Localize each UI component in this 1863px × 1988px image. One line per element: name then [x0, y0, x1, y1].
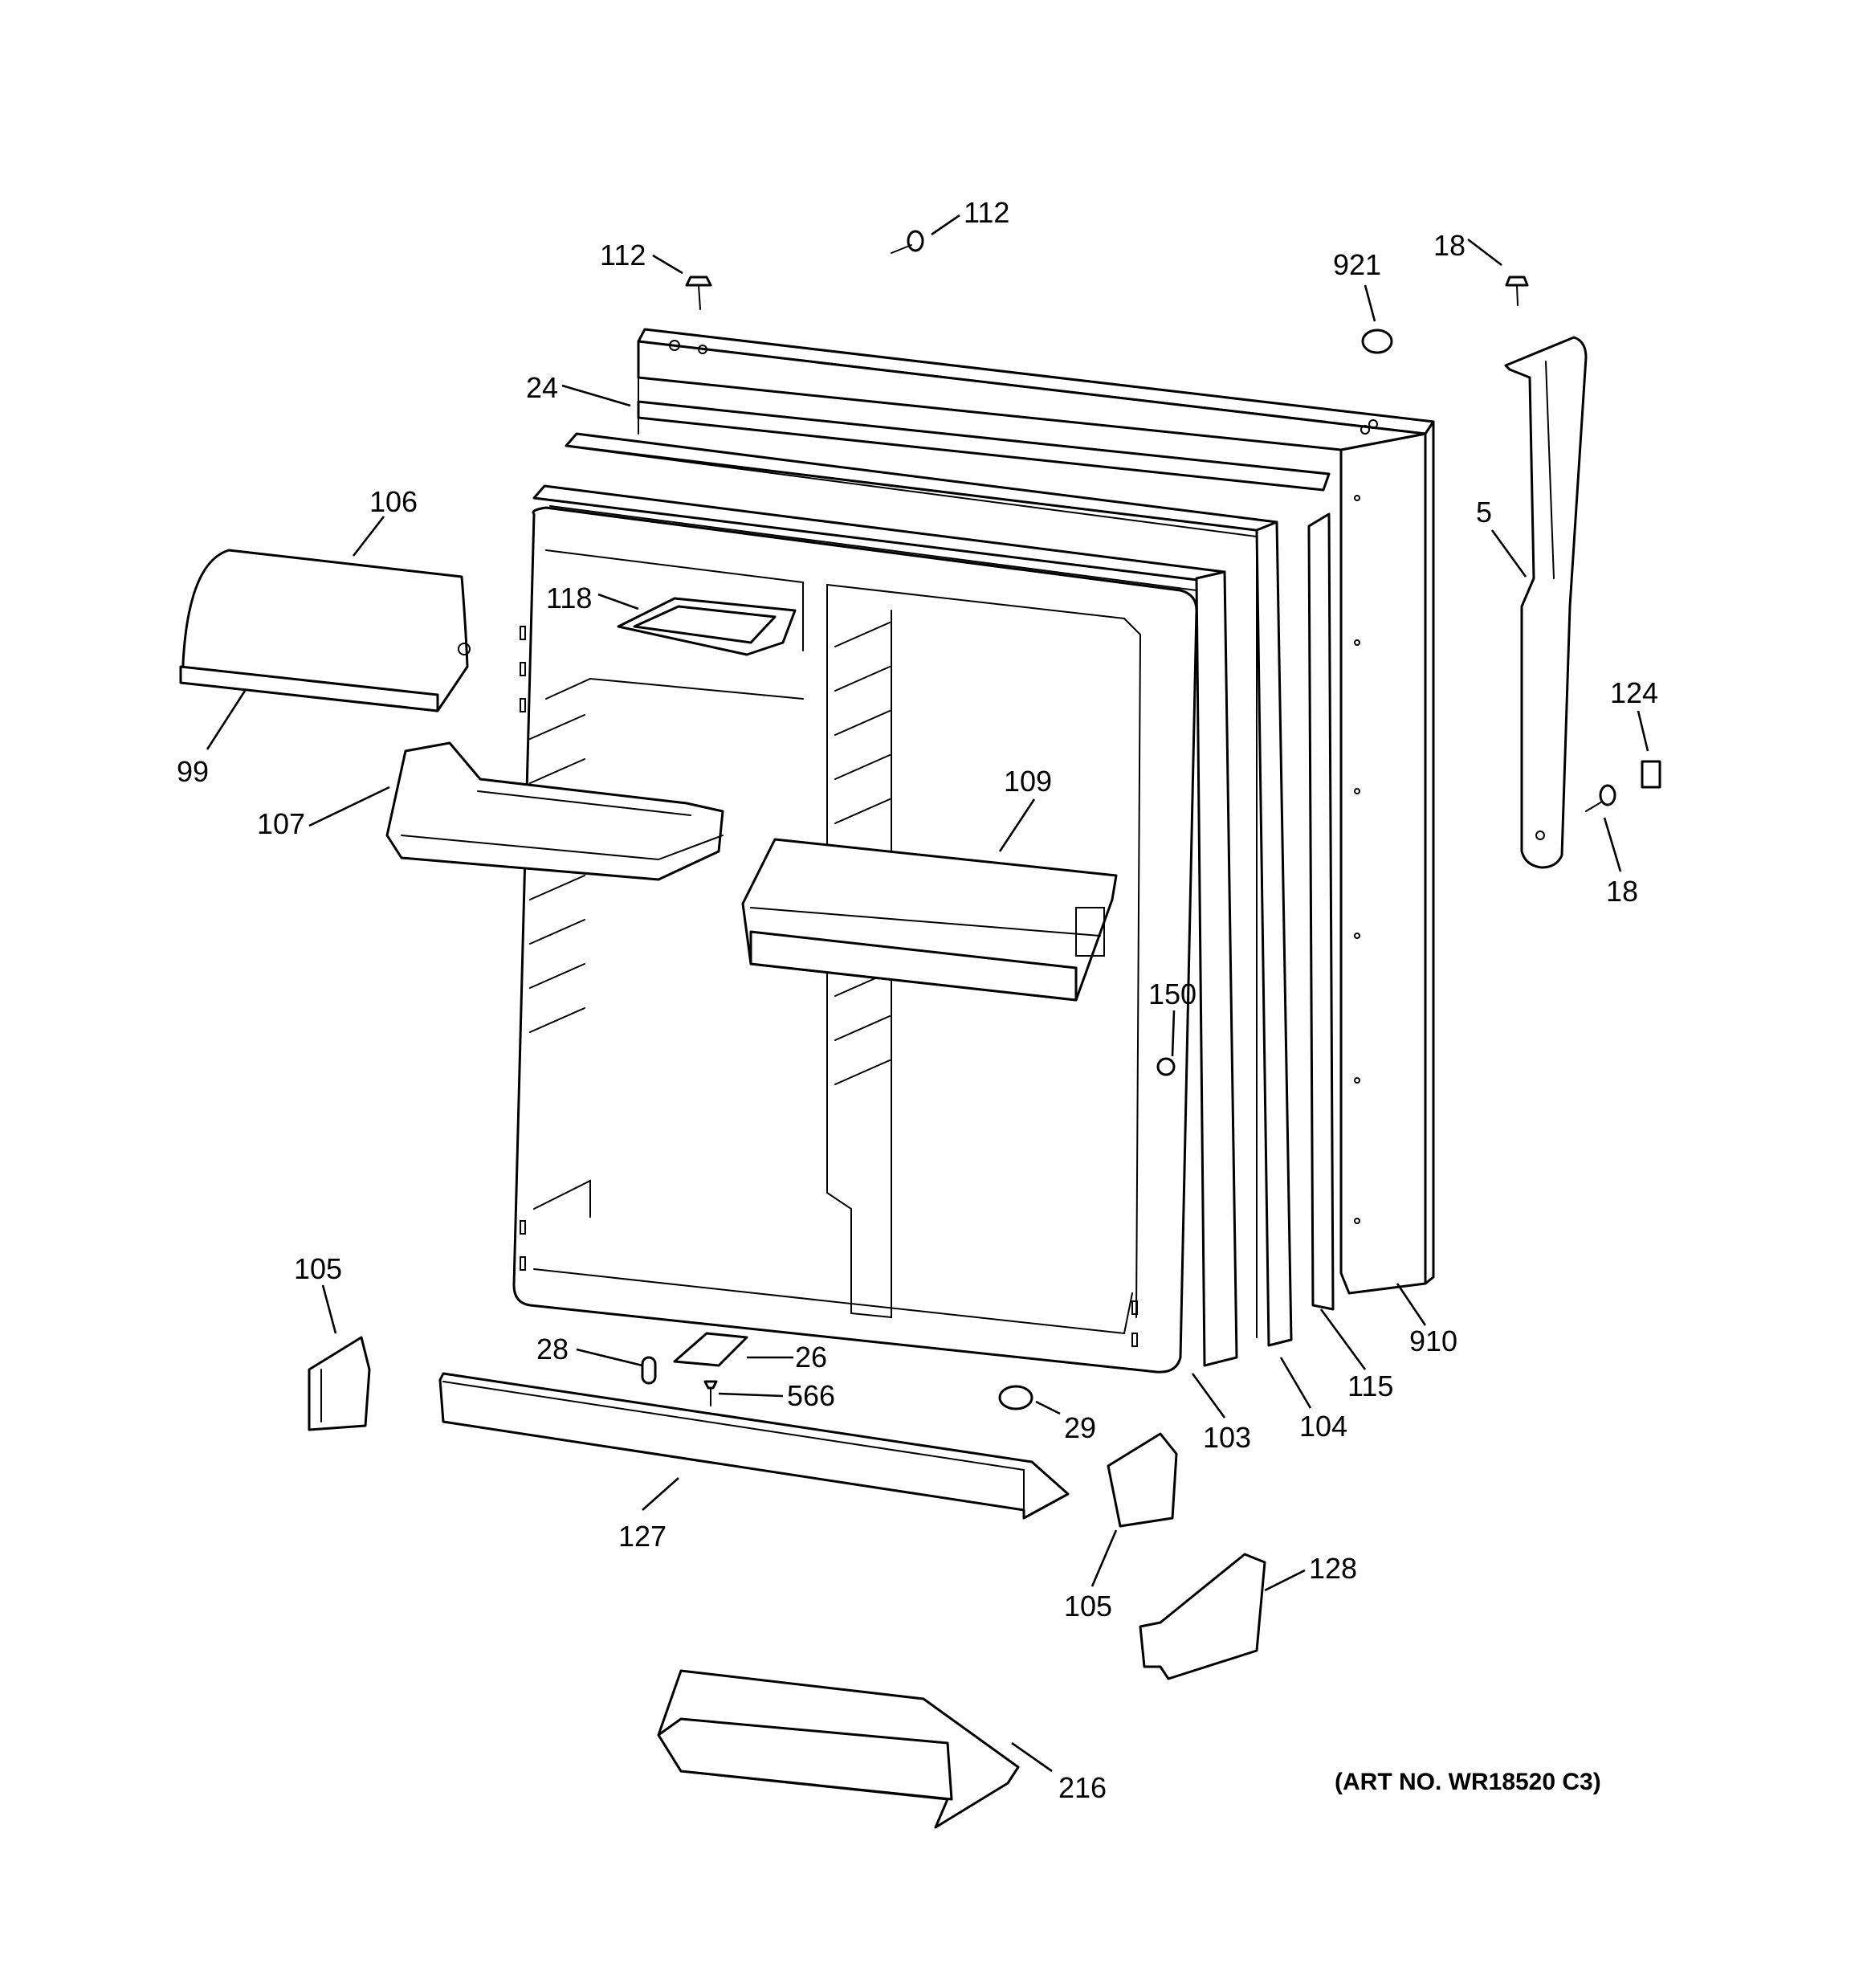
label-112-side: 112: [964, 196, 1009, 229]
label-105-right: 105: [1064, 1590, 1112, 1623]
label-106: 106: [369, 485, 418, 518]
butter-dish-118: [617, 597, 797, 656]
dairy-door-106: [179, 549, 471, 712]
label-105-left: 105: [294, 1252, 342, 1285]
label-127: 127: [618, 1520, 667, 1553]
screw-18-side: [1585, 784, 1616, 812]
label-99: 99: [177, 755, 209, 788]
label-118: 118: [546, 582, 592, 614]
label-216: 216: [1058, 1771, 1107, 1804]
label-128: 128: [1309, 1552, 1357, 1585]
label-150: 150: [1148, 978, 1196, 1010]
bottom-bin-216: [657, 1669, 1020, 1829]
hinge-105-left: [308, 1336, 371, 1431]
door-shelf-107: [385, 741, 724, 881]
screw-150: [1156, 1057, 1176, 1076]
screw-566: [703, 1380, 718, 1406]
top-trim-24: [637, 400, 1331, 492]
bracket-128: [1139, 1553, 1266, 1680]
label-24: 24: [526, 371, 558, 404]
leader-lines: [206, 214, 1649, 1773]
label-18-top: 18: [1433, 229, 1466, 262]
outer-door-910: [637, 328, 1435, 1295]
label-103: 103: [1203, 1421, 1251, 1454]
art-number: (ART NO. WR18520 C3): [1335, 1769, 1601, 1795]
label-107: 107: [257, 807, 305, 840]
shelf-rails-right: [834, 622, 891, 1085]
label-112-top: 112: [600, 239, 646, 271]
label-104: 104: [1299, 1410, 1347, 1443]
door-handle-5: [1504, 336, 1588, 869]
label-26: 26: [795, 1341, 827, 1374]
plate-26: [673, 1332, 748, 1367]
hinge-105-right: [1107, 1432, 1178, 1528]
gasket-104: [565, 432, 1293, 1347]
screw-112-top: [685, 276, 712, 310]
label-29: 29: [1064, 1411, 1096, 1444]
screw-18-top: [1505, 276, 1529, 306]
plug-921: [1361, 329, 1393, 354]
label-18-side: 18: [1606, 875, 1638, 908]
screw-112-side: [891, 230, 924, 254]
label-5: 5: [1476, 496, 1492, 529]
label-115: 115: [1347, 1370, 1393, 1402]
door-bin-109: [741, 838, 1118, 1002]
label-124: 124: [1610, 676, 1658, 709]
label-910: 910: [1409, 1325, 1457, 1357]
label-109: 109: [1004, 765, 1052, 798]
label-566: 566: [787, 1379, 835, 1412]
plug-29: [998, 1385, 1033, 1410]
bottom-trim-127: [438, 1372, 1070, 1520]
pin-28: [641, 1356, 657, 1385]
side-strip-115: [1307, 512, 1335, 1311]
liner-frame-103: [532, 484, 1238, 1367]
label-28: 28: [536, 1333, 569, 1365]
label-921: 921: [1333, 248, 1381, 281]
clip-124: [1641, 760, 1661, 789]
